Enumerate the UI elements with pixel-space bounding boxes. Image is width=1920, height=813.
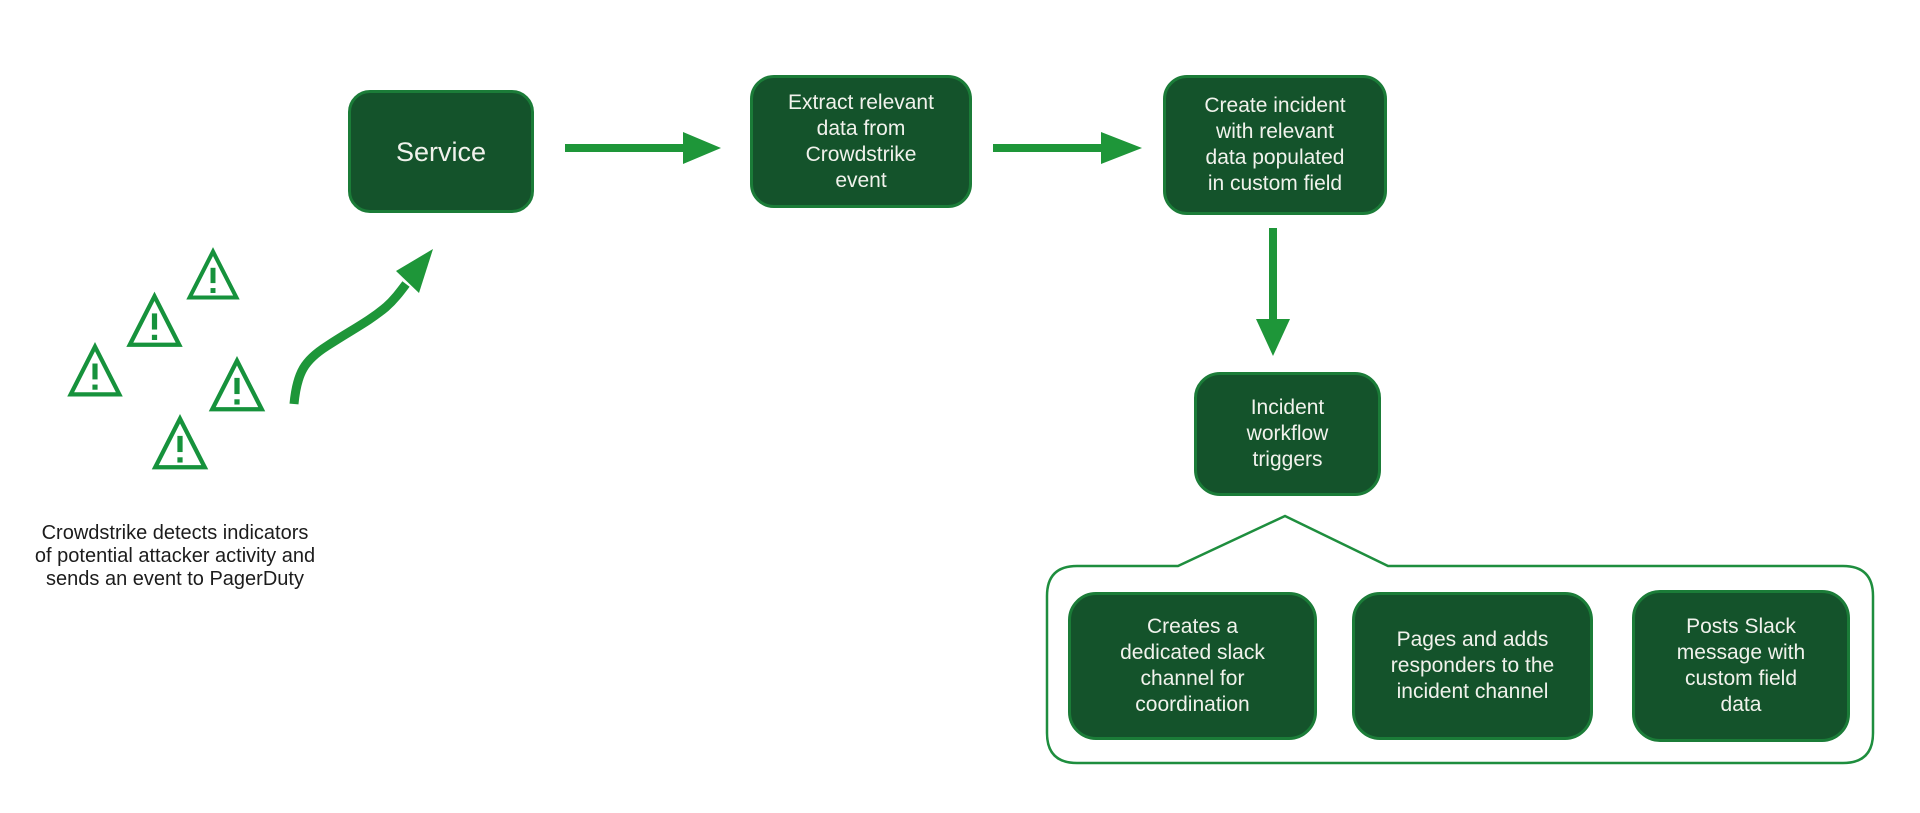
node-create-incident: Create incident with relevant data popul… bbox=[1163, 75, 1387, 215]
node-action-slack-channel-label: Creates a dedicated slack channel for co… bbox=[1120, 615, 1265, 716]
node-action-page-responders: Pages and adds responders to the inciden… bbox=[1352, 592, 1593, 740]
warning-triangle-icon bbox=[155, 419, 204, 468]
warning-triangle-icon bbox=[190, 252, 237, 298]
flow-arrow-create-to-triggers bbox=[1256, 228, 1290, 356]
warning-triangle-icon bbox=[71, 347, 120, 395]
node-action-slack-channel: Creates a dedicated slack channel for co… bbox=[1068, 592, 1317, 740]
node-service: Service bbox=[348, 90, 534, 213]
node-service-label: Service bbox=[395, 136, 487, 167]
node-action-post-slack-message-label: Posts Slack message with custom field da… bbox=[1676, 615, 1806, 716]
node-incident-workflow-triggers-label: Incident workflow triggers bbox=[1246, 396, 1329, 471]
warning-triangle-icon bbox=[212, 361, 261, 410]
curved-arrow-events-to-service bbox=[289, 249, 433, 405]
node-extract-data-label: Extract relevant data from Crowdstrike e… bbox=[788, 90, 934, 192]
node-create-incident-label: Create incident with relevant data popul… bbox=[1204, 94, 1346, 195]
node-action-post-slack-message: Posts Slack message with custom field da… bbox=[1632, 590, 1850, 742]
flow-arrow-service-to-extract bbox=[565, 132, 721, 164]
flow-arrow-extract-to-create bbox=[993, 132, 1142, 164]
node-extract-data: Extract relevant data from Crowdstrike e… bbox=[750, 75, 972, 208]
events-caption: Crowdstrike detects indicators of potent… bbox=[34, 522, 316, 590]
node-action-page-responders-label: Pages and adds responders to the inciden… bbox=[1390, 628, 1555, 703]
warning-triangle-icon bbox=[130, 296, 179, 344]
node-incident-workflow-triggers: Incident workflow triggers bbox=[1194, 372, 1381, 496]
